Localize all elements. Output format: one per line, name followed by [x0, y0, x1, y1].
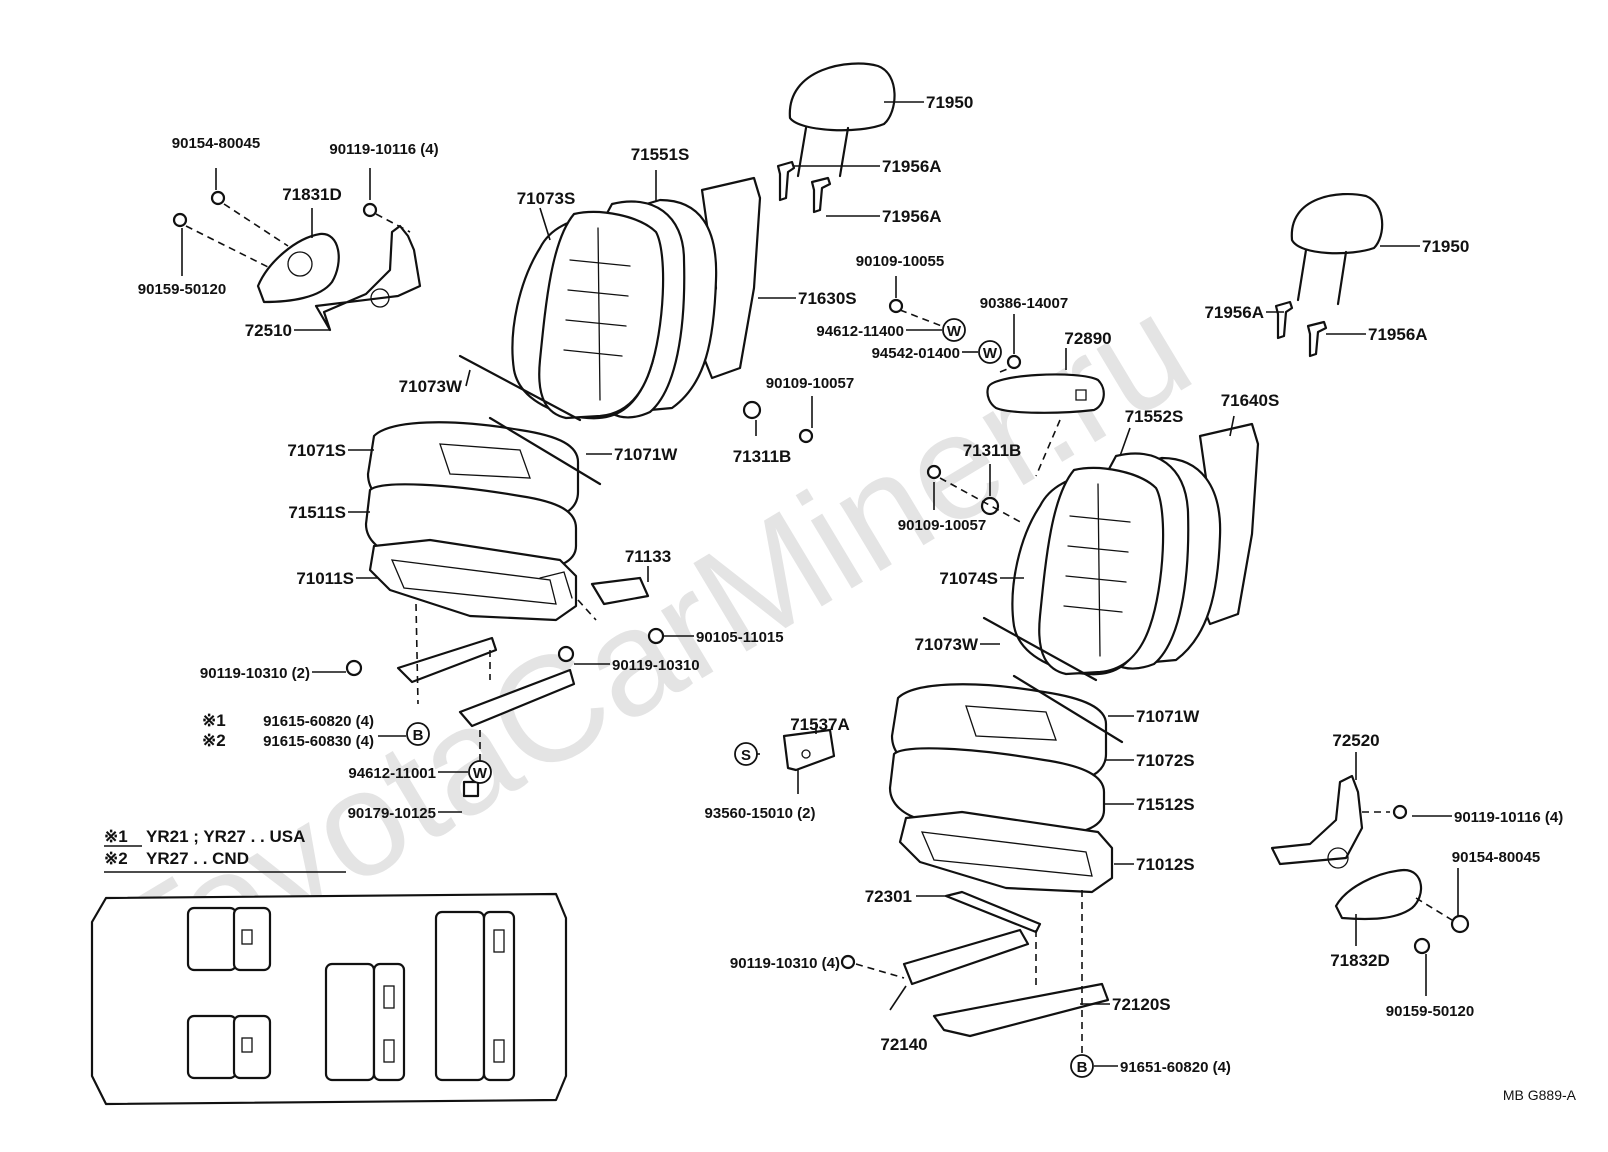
label-71071s: 71071S — [287, 441, 346, 460]
label-90386-14007: 90386-14007 — [980, 295, 1068, 312]
label-94612-11001: 94612-11001 — [348, 765, 436, 782]
label-90119-10116-left: 90119-10116 (4) — [329, 141, 438, 158]
label-71072s: 71072S — [1136, 751, 1195, 770]
label-71831d: 71831D — [282, 185, 342, 204]
label-71311b-b: 71311B — [963, 441, 1022, 460]
marker-w-lower-label: W — [983, 345, 998, 362]
label-71552s: 71552S — [1125, 407, 1184, 426]
label-90179-10125: 90179-10125 — [348, 805, 436, 822]
label-71073w-left: 71073W — [399, 377, 463, 396]
right-seatback-drawing — [1011, 422, 1260, 676]
note2-mark: ※2 — [104, 849, 128, 868]
marker-w-upper: W — [942, 318, 966, 342]
label-72301: 72301 — [865, 887, 912, 906]
headrest-right-drawing — [1290, 193, 1384, 306]
label-90109-10057-b: 90109-10057 — [898, 517, 986, 534]
label-71630s: 71630S — [798, 289, 857, 308]
label-90159-50120-right: 90159-50120 — [1386, 1003, 1474, 1020]
label-90159-50120-left: 90159-50120 — [138, 281, 226, 298]
label-71956a-1: 71956A — [882, 157, 942, 176]
label-71956a-2: 71956A — [882, 207, 942, 226]
marker-b-right: B — [1070, 1054, 1094, 1078]
label-91615-60820: 91615-60820 (4) — [263, 713, 374, 730]
label-90109-10055: 90109-10055 — [856, 253, 944, 270]
label-71071w-right: 71071W — [1136, 707, 1200, 726]
label-71311b-a: 71311B — [733, 447, 792, 466]
car-layout-inset — [90, 892, 568, 1106]
right-seat-cushion-drawing — [888, 683, 1114, 894]
left-wires-drawing — [458, 354, 602, 486]
label-71551s: 71551S — [631, 145, 690, 164]
label-72890: 72890 — [1064, 329, 1111, 348]
label-90119-10310-4: 90119-10310 (4) — [730, 955, 840, 972]
label-71073s: 71073S — [517, 189, 576, 208]
label-94542-01400: 94542-01400 — [872, 345, 960, 362]
label-71950-left: 71950 — [926, 93, 973, 112]
label-71512s: 71512S — [1136, 795, 1195, 814]
marker-s-label: S — [741, 747, 751, 764]
label-71133: 71133 — [625, 547, 671, 566]
label-note-mark-2: ※2 — [202, 731, 226, 750]
label-90119-10310-2: 90119-10310 (2) — [200, 665, 310, 682]
headrest-left-drawing — [788, 62, 896, 178]
label-71537a: 71537A — [790, 715, 850, 734]
label-91651-60820: 91651-60820 (4) — [1120, 1059, 1231, 1076]
right-wires-drawing — [982, 616, 1124, 744]
note2-text: YR27 . . CND — [146, 849, 249, 868]
headrest-support-drawings — [776, 160, 1328, 358]
dashed-guides — [185, 203, 1453, 1056]
label-93560-15010: 93560-15010 (2) — [705, 805, 816, 822]
label-94612-11400: 94612-11400 — [816, 323, 904, 340]
marker-w-left: W — [468, 760, 492, 784]
leader-lines — [181, 101, 1459, 1067]
label-90119-10310: 90119-10310 — [612, 657, 700, 674]
label-71074s: 71074S — [939, 569, 998, 588]
left-seat-cushion-drawing — [364, 421, 580, 622]
label-71511s: 71511S — [288, 503, 346, 522]
label-90154-80045-right: 90154-80045 — [1452, 849, 1540, 866]
label-90109-10057-a: 90109-10057 — [766, 375, 854, 392]
marker-b-right-label: B — [1077, 1059, 1088, 1076]
label-72520: 72520 — [1332, 731, 1379, 750]
marker-w-upper-label: W — [947, 323, 962, 340]
label-91615-60830: 91615-60830 (4) — [263, 733, 374, 750]
label-72140: 72140 — [880, 1035, 927, 1054]
label-90105-11015: 90105-11015 — [696, 629, 784, 646]
left-side-parts-drawing — [172, 190, 665, 798]
label-90119-10116-right: 90119-10116 (4) — [1454, 809, 1563, 826]
part-labels: 71950 71956A 71956A 71950 71956A 71956A … — [138, 93, 1563, 1076]
label-71832d: 71832D — [1330, 951, 1390, 970]
right-side-parts-drawing — [782, 728, 1470, 1038]
label-72510: 72510 — [245, 321, 292, 340]
label-71071w-left: 71071W — [614, 445, 678, 464]
label-note-mark-1: ※1 — [202, 711, 226, 730]
left-screws-drawing — [742, 298, 1022, 516]
marker-b-left: B — [406, 722, 430, 746]
note1-mark: ※1 — [104, 827, 128, 846]
label-71950-right: 71950 — [1422, 237, 1469, 256]
marker-w-left-label: W — [473, 765, 488, 782]
marker-b-left-label: B — [413, 727, 424, 744]
label-71011s: 71011S — [296, 569, 354, 588]
label-71956a-4: 71956A — [1368, 325, 1428, 344]
diagram-code: MB G889-A — [1503, 1087, 1577, 1103]
armrest-drawing — [986, 373, 1105, 414]
marker-s: S — [734, 742, 758, 766]
left-seatback-drawing — [511, 176, 762, 420]
label-90154-80045-left: 90154-80045 — [172, 135, 260, 152]
applicability-notes: ※1 YR21 ; YR27 . . USA ※2 YR27 . . CND — [104, 827, 346, 873]
note1-text: YR21 ; YR27 . . USA — [146, 827, 305, 846]
marker-w-lower: W — [978, 340, 1002, 364]
label-71956a-3: 71956A — [1204, 303, 1264, 322]
label-71012s: 71012S — [1136, 855, 1195, 874]
label-72120s: 72120S — [1112, 995, 1171, 1014]
label-71073w-right: 71073W — [915, 635, 979, 654]
label-71640s: 71640S — [1221, 391, 1280, 410]
